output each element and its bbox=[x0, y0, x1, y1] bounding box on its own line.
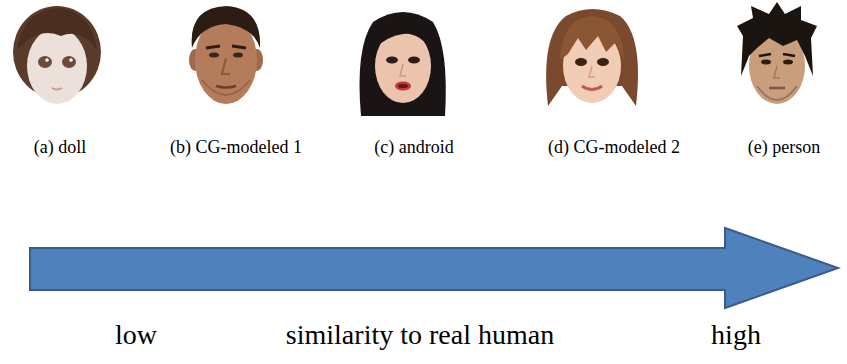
android-face bbox=[360, 12, 446, 116]
scale-arrow bbox=[30, 228, 838, 308]
cg-face bbox=[546, 9, 638, 106]
axis-title: similarity to real human bbox=[286, 319, 554, 351]
cg-face bbox=[189, 6, 263, 104]
figure-label: (c) android bbox=[374, 137, 453, 158]
doll-face bbox=[13, 6, 101, 104]
figure-label: (b) CG-modeled 1 bbox=[170, 137, 302, 158]
figure-label: (d) CG-modeled 2 bbox=[548, 137, 680, 158]
axis-label: low bbox=[115, 319, 157, 351]
person-face bbox=[737, 2, 817, 104]
figure-label: (e) person bbox=[748, 137, 820, 158]
axis-label: high bbox=[711, 319, 761, 351]
figure-label: (a) doll bbox=[34, 137, 86, 158]
